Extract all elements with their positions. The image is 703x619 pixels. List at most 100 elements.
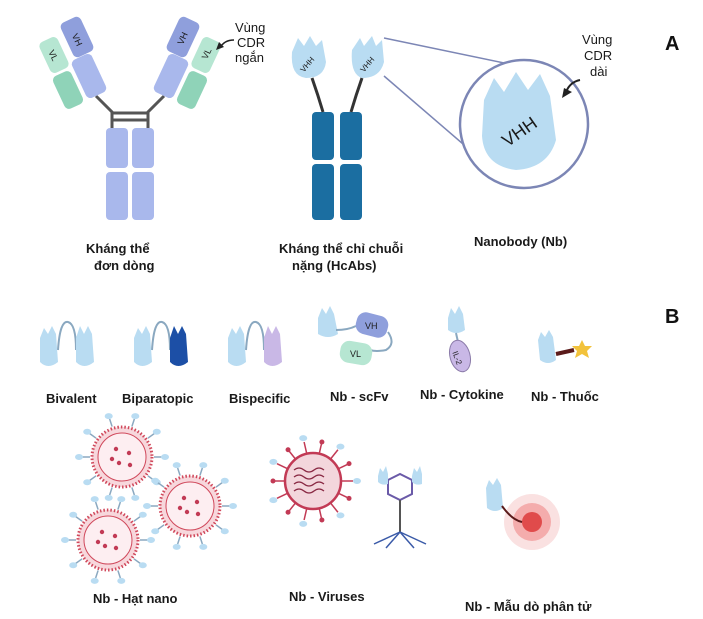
nanoparticle-nb-3-1 [138,562,147,569]
nanoparticle-linker-1-8 [131,418,136,427]
antibody-label-line1: Kháng thể [86,241,150,256]
nanoparticle-linker-3-8 [117,501,122,510]
drug-nb [538,330,556,363]
nanoparticle-nb-3-4 [69,562,78,569]
nanoparticle-core-3 [83,515,133,565]
nanoparticle-nb-3-5 [61,537,69,543]
nanoparticle-linker-2-6 [157,481,165,488]
scfv-vh-label: VH [365,321,378,331]
arm-left-ch1 [71,53,107,99]
nanoparticle-nb-2-8 [199,462,208,469]
hinge-right [146,94,166,128]
virus-spike-8 [276,462,289,470]
nanoparticle-linker-1-9 [147,432,155,439]
arm-left-cl [52,71,84,109]
virus-spike-tip-3 [319,517,325,523]
nanoparticle-linker-3-2 [117,570,122,579]
arm-left-vh [60,16,94,58]
nanoparticle-cargo-2-0 [181,495,187,501]
nanoparticle-linker-3-9 [133,515,141,522]
nanoparticle-linker-3-1 [133,558,141,565]
virus-nb-2 [336,512,345,519]
phage-conjugate [373,466,427,549]
nanoparticle-linker-2-4 [157,524,165,531]
nanoparticle-linker-3-7 [94,501,99,510]
virus-nb-10 [299,435,308,442]
nanoparticle-nb-1-2 [131,494,140,501]
scfv-vl [339,340,373,366]
virus-conjugate [269,435,361,527]
format-bispecific [228,320,282,366]
label-biparatopic: Biparatopic [122,391,194,406]
nanoparticle-nb-3-7 [90,496,99,503]
virus-spike-tip-7 [270,478,276,484]
nanoparticle-linker-2-3 [176,536,181,545]
virus-nb-6 [269,497,278,504]
nanoparticle-linker-2-7 [176,467,181,476]
arm-left-vl [39,37,69,73]
short-cdr-line1: Vùng [235,20,265,35]
label-nb-probe: Nb - Mẫu dò phân tử [465,599,592,614]
bivalent-nb-left [40,326,58,366]
vh-label-left: VH [70,32,84,48]
virus-genome-1 [293,474,325,480]
nanoparticle-cargo-3-0 [99,529,105,535]
hcab-vhh-right [351,36,384,78]
phage-leg-3 [373,531,401,545]
nanoparticle-nb-2-7 [172,462,181,469]
nanoparticle-linker-1-3 [108,487,113,496]
label-nb-drug: Nb - Thuốc [531,389,599,404]
nanoparticle-core-1 [97,432,147,482]
long-cdr-line2: CDR [584,48,612,63]
bispecific-nb-left [228,326,246,366]
nanoparticle-linker-1-6 [89,432,97,439]
label-bispecific: Bispecific [229,391,290,406]
nanoparticle-nb-1-7 [104,413,113,420]
format-nb-drug [538,330,592,363]
scfv-linker-1 [335,325,357,331]
label-nb-cytokine: Nb - Cytokine [420,387,504,402]
zoom-line-bottom [383,75,471,151]
label-bivalent: Bivalent [46,391,97,406]
hcab-hinge-right [349,77,364,113]
nanoparticle-nb-2-4 [151,528,160,535]
virus-spike-tip-13 [346,461,352,467]
virus-capsid [283,451,343,511]
heavy-chain-right-upper [132,128,154,168]
probe-conjugate [486,478,560,550]
nanoparticle-nb-1-9 [152,428,161,435]
scfv-linker-2 [369,331,393,352]
antibody-label-line2: đơn dòng [94,258,155,273]
virus-nb-8 [269,458,278,465]
nanoparticle-nb-2-3 [172,543,181,550]
long-cdr-arrowhead [562,88,572,98]
virus-spike-tip-11 [319,439,325,445]
virus-nb-4 [299,520,308,527]
phage-nb-2 [412,466,422,485]
nanoparticle-nb-3-3 [90,577,99,584]
virus-genome-3 [293,488,325,494]
nanobody-label: Nanobody (Nb) [474,234,567,249]
cytokine-il2 [448,339,472,373]
bispecific-nb-right [264,326,282,366]
nanoparticle-nb-2-0 [229,503,237,509]
nanoparticle-linker-3-4 [75,558,83,565]
format-bivalent [40,320,94,366]
nanoparticle-nb-3-9 [138,511,147,518]
phage-leg-4 [399,531,427,545]
nanobody-zoom: VHH [458,58,590,190]
phage-leg-2 [399,531,415,549]
nanoparticle-cargo-1-4 [109,456,115,462]
nanoparticle-nb-2-9 [220,477,229,484]
nanoparticle-linker-3-6 [75,515,83,522]
virus-spike-tip-9 [285,447,291,453]
arm-right-cl [176,71,208,109]
hcab-vhh-left [291,36,326,78]
nanoparticle-linker-2-1 [215,524,223,531]
heavy-chain-left-lower [106,172,128,220]
nanoparticle-nb-2-2 [199,543,208,550]
monoclonal-antibody: VH VL VH VL [39,16,221,220]
format-biparatopic [134,320,188,366]
nanoparticle-cargo-2-4 [177,505,183,511]
